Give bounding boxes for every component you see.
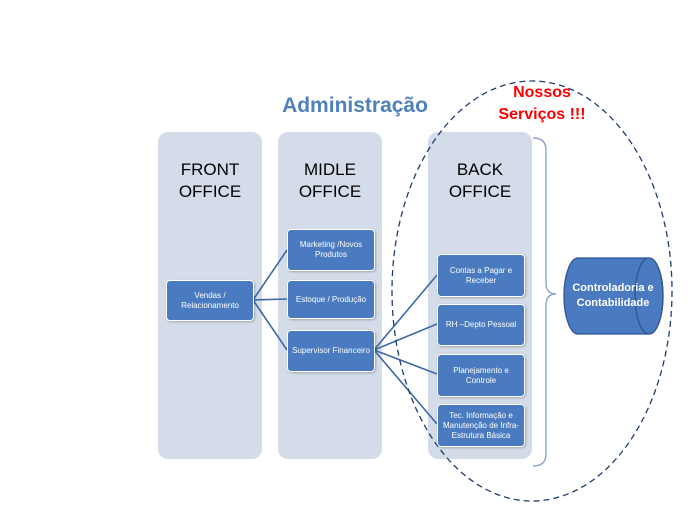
- front-office-heading-line2: OFFICE: [178, 182, 242, 201]
- services-callout: Nossos Serviços !!!: [498, 84, 586, 123]
- rh-depto-pessoal-box: RH –Depto Pessoal: [437, 304, 525, 346]
- planejamento-controle-box: Planejamento e Controle: [437, 354, 525, 397]
- middle-office-heading: MIDLE OFFICE: [278, 159, 382, 203]
- middle-office-heading-line2: OFFICE: [298, 182, 362, 201]
- contas-pagar-receber-box: Contas a Pagar e Receber: [437, 254, 525, 297]
- back-office-heading-line1: BACK: [456, 160, 504, 179]
- diagram-title: Administração: [282, 94, 428, 117]
- front-to-middle-connectors: [252, 249, 288, 351]
- estoque-producao-box: Estoque / Produção: [287, 280, 375, 319]
- supervisor-financeiro-box: Supervisor Financeiro: [287, 330, 375, 372]
- marketing-novos-produtos-box: Marketing /Novos Produtos: [287, 229, 375, 271]
- middle-to-back-connectors: [373, 274, 438, 425]
- front-office-heading: FRONT OFFICE: [158, 159, 262, 203]
- back-office-heading-line2: OFFICE: [448, 182, 512, 201]
- tec-informacao-box: Tec. Informação e Manutenção de Infra-Es…: [437, 404, 525, 447]
- services-dashed-ellipse: [391, 80, 673, 502]
- right-brace: [532, 137, 557, 467]
- back-office-heading: BACK OFFICE: [428, 159, 532, 203]
- vendas-relacionamento-box: Vendas / Relacionamento: [166, 280, 254, 321]
- controladoria-contabilidade-label: Controladoria e Contabilidade: [572, 282, 654, 309]
- front-office-heading-line1: FRONT: [180, 160, 240, 179]
- middle-office-heading-line1: MIDLE: [304, 160, 356, 179]
- controladoria-cylinder: [563, 257, 664, 335]
